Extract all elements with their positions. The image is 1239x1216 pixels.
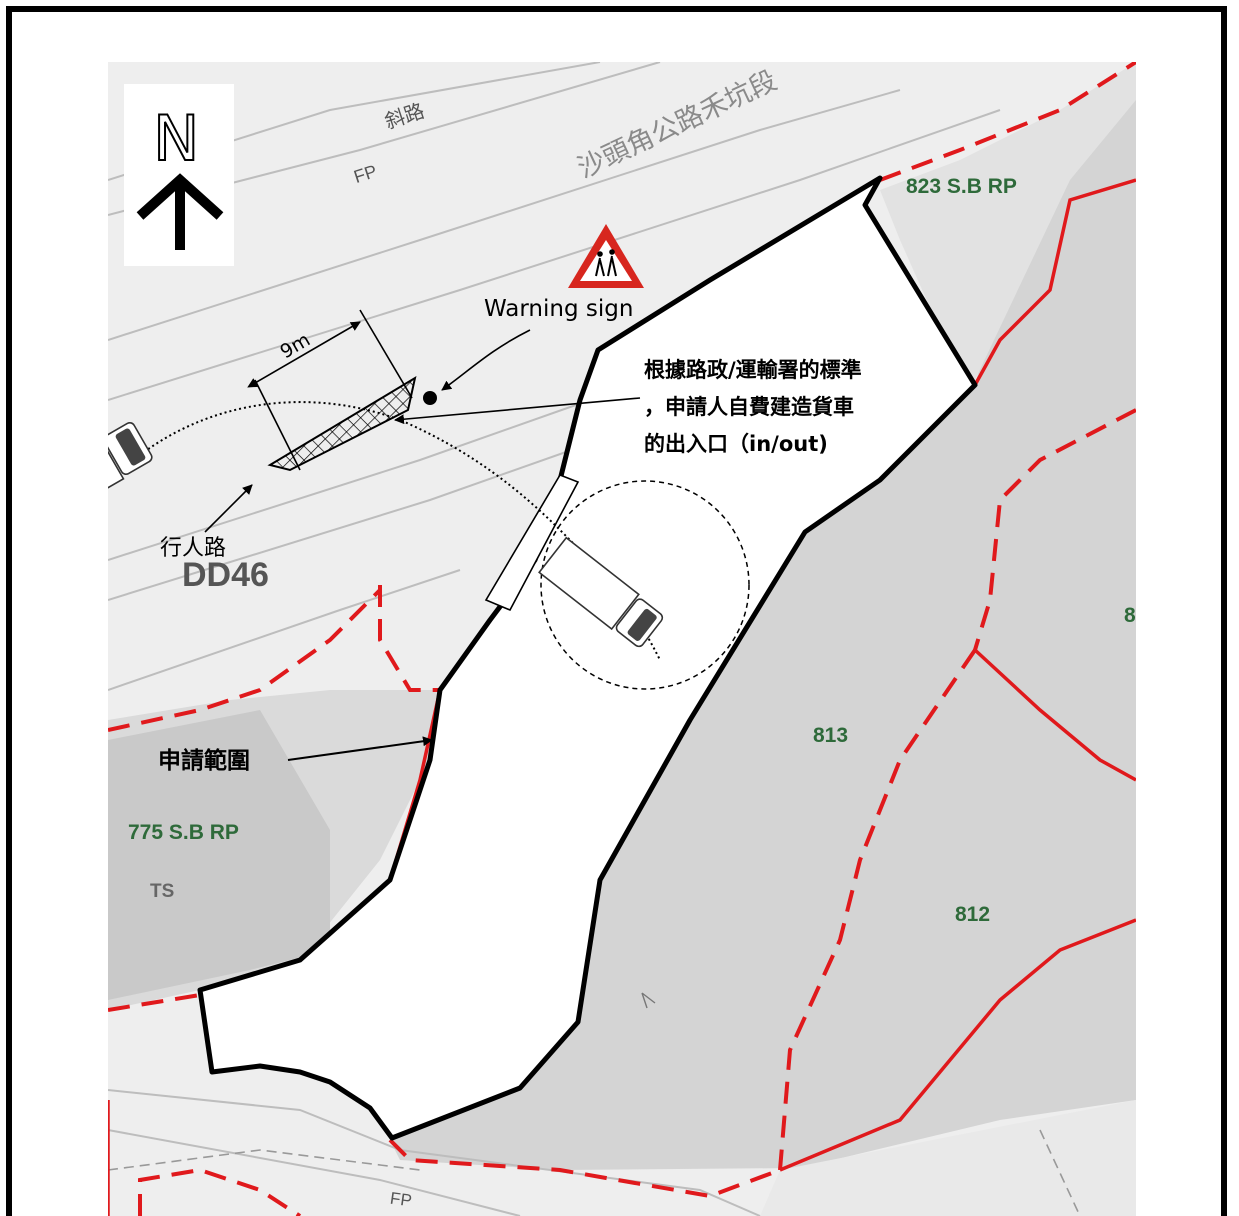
note-line-2: ，申請人自費建造貨車 <box>644 395 854 419</box>
warning-sign-label: Warning sign <box>484 296 634 322</box>
ts-label: TS <box>150 881 175 902</box>
lot-775-label: 775 S.B RP <box>128 821 239 844</box>
warning-triangle-icon <box>568 224 644 288</box>
north-arrow <box>124 84 234 266</box>
application-area-label: 申請範圍 <box>158 748 250 774</box>
dimension-9m <box>247 309 413 471</box>
map-frame <box>6 6 1227 1216</box>
lot-813-label: 813 <box>813 724 849 747</box>
footpath-label: 行人路 <box>160 536 227 561</box>
note-line-3: 的出入口（in/out) <box>644 432 828 456</box>
north-label: N <box>152 102 200 175</box>
warning-sign-location <box>423 391 437 405</box>
grey-building-ts <box>108 710 330 1000</box>
dd-label: DD46 <box>182 556 269 594</box>
lot-823-label: 823 S.B RP <box>906 175 1017 198</box>
lot-8-partial-label: 8 <box>1124 604 1136 627</box>
grey-lot-area-northeast <box>880 62 1136 380</box>
truck-in-site <box>538 536 664 648</box>
lot-812-label: 812 <box>955 903 991 926</box>
truck-on-road <box>108 421 153 528</box>
warning-sign-pointer <box>441 329 531 391</box>
footpath-pointer <box>204 484 253 533</box>
fp-bottom-label: FP <box>388 1188 414 1211</box>
note-pointer <box>394 397 641 425</box>
application-area-pointer <box>287 736 433 761</box>
note-line-1: 根據路政/運輸署的標準 <box>644 358 862 382</box>
paved-area-south <box>760 1100 1136 1216</box>
road-lines-dark <box>108 1129 1081 1216</box>
map-symbol <box>641 992 656 1009</box>
vehicle-crossing <box>267 375 417 472</box>
grey-lot-area-east <box>390 98 1136 1170</box>
gate-opening <box>484 474 580 612</box>
turning-circle <box>540 480 750 690</box>
